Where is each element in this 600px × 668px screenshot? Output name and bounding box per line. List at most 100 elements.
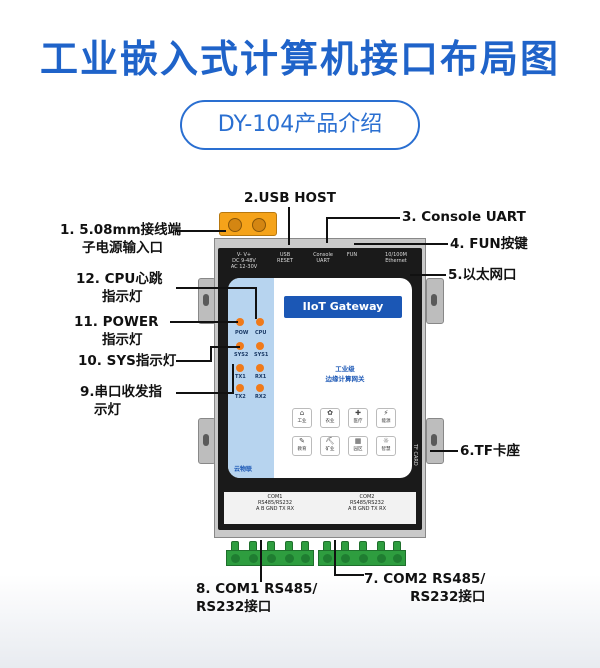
- callout-11-line2: 指示灯: [102, 332, 143, 348]
- tx2-led: [236, 384, 244, 392]
- callout-tf-card: 6.TF卡座: [460, 443, 520, 459]
- sys2-led: [236, 342, 244, 350]
- gateway-device: V- V+ DC 9-48V AC 12-30V USB RESET Conso…: [198, 238, 444, 538]
- mining-glyph: ⛏: [325, 437, 335, 445]
- industry-glyph: ⌂: [299, 409, 305, 417]
- terminal-pin: [285, 541, 293, 551]
- callout-7-line2: RS232接口: [410, 589, 486, 605]
- edge-gateway-text: 边缘计算网关: [325, 375, 365, 383]
- callout-11-line1: 11. POWER: [74, 314, 159, 330]
- terminal-screw: [323, 554, 332, 563]
- smart-icon: ☼ 智慧: [376, 436, 396, 456]
- terminal-pin: [301, 541, 309, 551]
- callout-power-led: 11. POWER 指示灯: [74, 313, 159, 349]
- callout-8-line1: 8. COM1 RS485/: [196, 581, 318, 597]
- power-terminal-connector: [219, 212, 277, 236]
- callout-com2: 7. COM2 RS485/ RS232接口: [364, 570, 485, 606]
- leader-line: [430, 450, 458, 452]
- leader-line: [176, 392, 232, 394]
- product-subtitle-pill: DY-104产品介绍: [180, 100, 420, 150]
- usb-text: USB: [279, 252, 291, 258]
- leader-line: [410, 274, 446, 276]
- callout-serial-leds: 9.串口收发指 示灯: [80, 383, 162, 419]
- mining-label: 矿业: [325, 447, 335, 452]
- callout-cpu-led: 12. CPU心跳 指示灯: [76, 270, 162, 306]
- com2-title: COM2: [359, 494, 375, 500]
- cpu-led-label: CPU: [255, 330, 267, 336]
- eth-text: Ethernet: [385, 258, 407, 264]
- gateway-title-banner: IIoT Gateway: [284, 296, 402, 318]
- leader-line: [334, 574, 364, 576]
- com1-terminal-block: [226, 541, 314, 566]
- rx1-led: [256, 364, 264, 372]
- tx1-led: [236, 364, 244, 372]
- rx2-led-label: RX2: [255, 394, 267, 400]
- pow-led-label: POW: [235, 330, 249, 336]
- mounting-ear: [426, 418, 444, 464]
- leader-line: [260, 540, 262, 582]
- agriculture-icon: ✿农业: [320, 408, 340, 428]
- callout-9-line1: 9.串口收发指: [80, 384, 163, 400]
- callout-1-line1: 1. 5.08mm接线端: [60, 222, 182, 238]
- device-front-panel: V- V+ DC 9-48V AC 12-30V USB RESET Conso…: [218, 248, 422, 530]
- front-label-sticker: POW CPU SYS2 SYS1 TX1 RX1 TX2 RX2 云物联 II…: [228, 278, 412, 478]
- leader-line: [176, 360, 210, 362]
- callout-console-uart: 3. Console UART: [402, 209, 526, 225]
- console-port-label: Console UART: [310, 252, 336, 264]
- callout-com1: 8. COM1 RS485/ RS232接口: [196, 580, 317, 616]
- com1-title: COM1: [267, 494, 283, 500]
- callout-fun-button: 4. FUN按键: [450, 236, 528, 252]
- smart-glyph: ☼: [382, 437, 390, 445]
- ethernet-port-label: 10/100M Ethernet: [376, 252, 416, 264]
- medical-glyph: ✚: [355, 409, 361, 417]
- rx2-led: [256, 384, 264, 392]
- grade-text: 工业级: [335, 365, 355, 373]
- leader-line: [354, 243, 448, 245]
- terminal-pin: [231, 541, 239, 551]
- callout-12-line2: 指示灯: [102, 289, 143, 305]
- power-spec-dc: DC 9-48V: [232, 258, 256, 264]
- terminal-screw: [285, 554, 294, 563]
- terminal-screw: [301, 554, 310, 563]
- terminal-hole: [252, 218, 266, 232]
- power-port-label: V- V+ DC 9-48V AC 12-30V: [224, 252, 264, 270]
- terminal-pin: [341, 541, 349, 551]
- tf-card-label: TF CARD: [412, 444, 418, 466]
- leader-line: [210, 346, 212, 362]
- leader-line: [176, 287, 256, 289]
- leader-line: [210, 346, 240, 348]
- park-glyph: ▦: [354, 437, 362, 445]
- terminal-pin: [267, 541, 275, 551]
- terminal-pin: [393, 541, 401, 551]
- com2-pins: A B GND TX RX: [347, 506, 387, 512]
- com2-type: RS485/RS232: [349, 500, 385, 506]
- terminal-screw: [377, 554, 386, 563]
- com2-label: COM2 RS485/RS232 A B GND TX RX: [324, 494, 410, 512]
- medical-icon: ✚ 医疗: [348, 408, 368, 428]
- callout-sys-led: 10. SYS指示灯: [78, 353, 177, 369]
- education-glyph: ✎: [299, 437, 305, 445]
- com1-type: RS485/RS232: [257, 500, 293, 506]
- cpu-led: [256, 318, 264, 326]
- terminal-screw: [393, 554, 402, 563]
- rx1-led-label: RX1: [255, 374, 267, 380]
- leader-line: [176, 230, 226, 232]
- energy-label: 能源: [381, 419, 391, 424]
- callout-1-line2: 子电源输入口: [82, 240, 163, 256]
- leader-line: [288, 207, 290, 245]
- leader-line: [326, 217, 400, 219]
- education-icon: ✎ 教育: [292, 436, 312, 456]
- smart-label: 智慧: [381, 447, 391, 452]
- console-text: Console: [313, 252, 333, 258]
- medical-label: 医疗: [353, 419, 363, 424]
- com2-terminal-block: [318, 541, 406, 566]
- callout-9-line2: 示灯: [94, 402, 121, 418]
- terminal-pin: [359, 541, 367, 551]
- terminal-screw: [267, 554, 276, 563]
- education-label: 教育: [297, 447, 307, 452]
- energy-glyph: ⚡: [383, 409, 389, 417]
- indicator-strip: [228, 278, 274, 478]
- terminal-pin: [323, 541, 331, 551]
- park-icon: ▦园区: [348, 436, 368, 456]
- callout-7-line1: 7. COM2 RS485/: [364, 571, 486, 587]
